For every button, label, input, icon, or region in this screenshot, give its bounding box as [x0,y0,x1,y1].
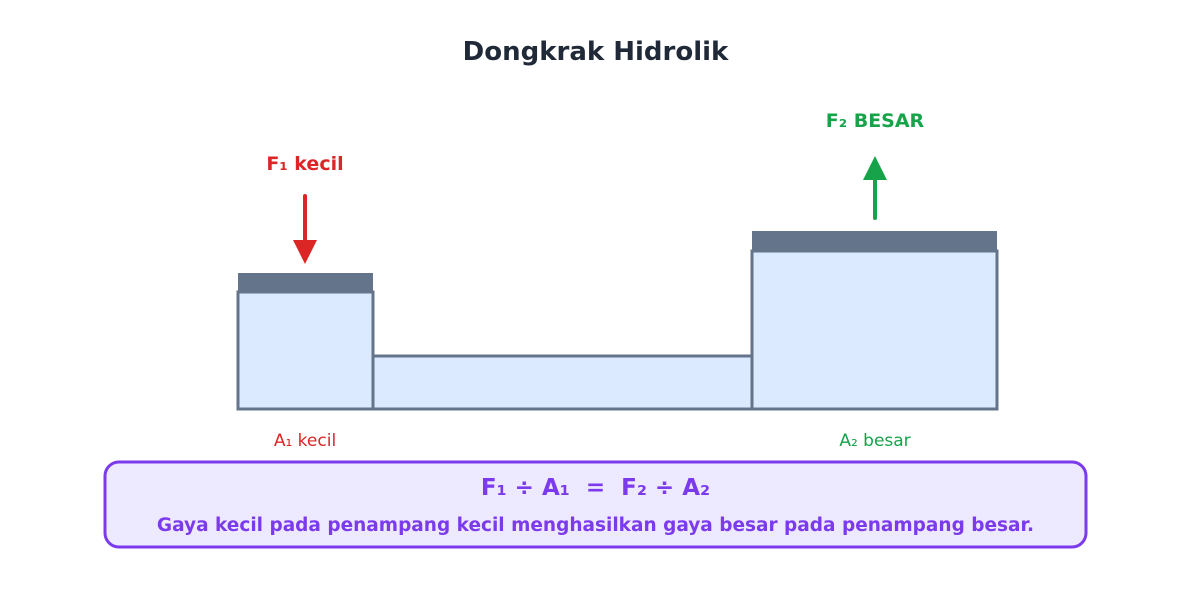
formula-box [103,460,1088,549]
small-force-label: F₁ kecil [266,153,343,175]
pascal-formula: F₁ ÷ A₁ = F₂ ÷ A₂ [481,475,710,501]
small-piston [238,273,373,293]
large-area-label: A₂ besar [839,431,910,451]
diagram-title: Dongkrak Hidrolik [463,37,729,67]
formula-caption: Gaya kecil pada penampang kecil menghasi… [157,515,1034,536]
small-area-label: A₁ kecil [274,431,336,451]
large-force-label: F₂ BESAR [826,110,925,132]
large-piston [752,231,997,251]
